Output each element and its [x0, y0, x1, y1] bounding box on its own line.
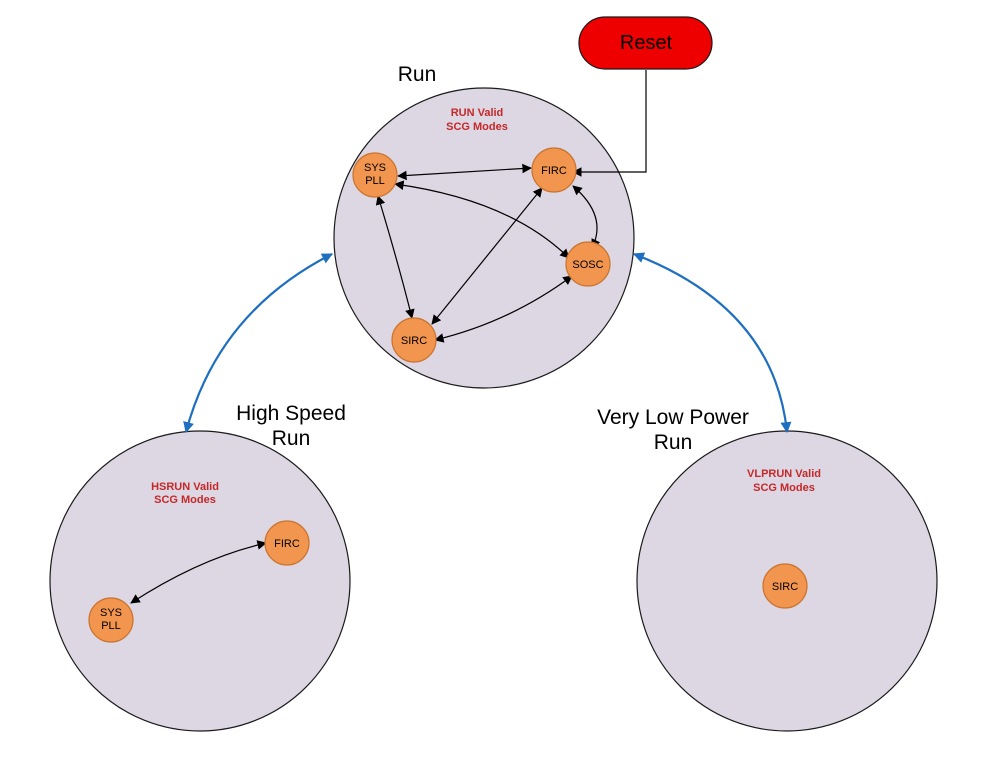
run-syspll-node	[352, 152, 398, 198]
hsrun-syspll-node	[88, 597, 134, 643]
run-sosc-label: SOSC	[572, 259, 603, 271]
reset-state	[578, 16, 713, 70]
vlprun-valid-label-line2: SCG Modes	[753, 482, 815, 494]
run-sosc-node	[565, 241, 611, 287]
run-syspll-label-line1: SYS	[364, 162, 386, 174]
reset-label: Reset	[620, 32, 673, 54]
run-valid-label-line1: RUN Valid	[451, 107, 504, 119]
vlprun-sirc-label: SIRC	[772, 581, 798, 593]
run-firc-label: FIRC	[541, 165, 567, 177]
hsrun-firc-label: FIRC	[274, 538, 300, 550]
run-mode-circle	[333, 87, 635, 389]
hsrun-mode-title-line1: High Speed	[236, 402, 346, 425]
hsrun-mode-circle	[49, 430, 351, 732]
run-hsrun-transition-arrow	[183, 253, 333, 434]
run-sirc-node	[391, 317, 437, 363]
run-syspll-label-line2: PLL	[365, 175, 385, 187]
syspll-firc-arrow	[397, 163, 532, 181]
run-firc-node	[531, 147, 577, 193]
hsrun-firc-node	[264, 520, 310, 566]
run-mode-title: Run	[398, 63, 437, 86]
vlprun-mode-title-line2: Run	[654, 431, 693, 454]
hsrun-syspll-firc-arrow	[130, 540, 267, 604]
run-sirc-label: SIRC	[401, 335, 427, 347]
run-valid-label-line2: SCG Modes	[446, 121, 508, 133]
firc-sosc-arrow	[572, 185, 601, 249]
hsrun-valid-label-line2: SCG Modes	[154, 494, 216, 506]
hsrun-mode-title-line2: Run	[272, 427, 311, 450]
run-vlprun-transition-arrow	[632, 252, 792, 434]
vlprun-sirc-node	[762, 563, 808, 609]
syspll-sirc-arrow	[375, 195, 415, 319]
hsrun-syspll-label-line2: PLL	[101, 620, 121, 632]
vlprun-valid-label-line1: VLPRUN Valid	[747, 468, 821, 480]
hsrun-syspll-label-line1: SYS	[100, 607, 122, 619]
sosc-sirc-arrow	[434, 275, 573, 343]
hsrun-valid-label-line1: HSRUN Valid	[151, 481, 219, 493]
reset-to-firc-arrow	[572, 70, 647, 177]
vlprun-mode-title-line1: Very Low Power	[597, 406, 749, 429]
